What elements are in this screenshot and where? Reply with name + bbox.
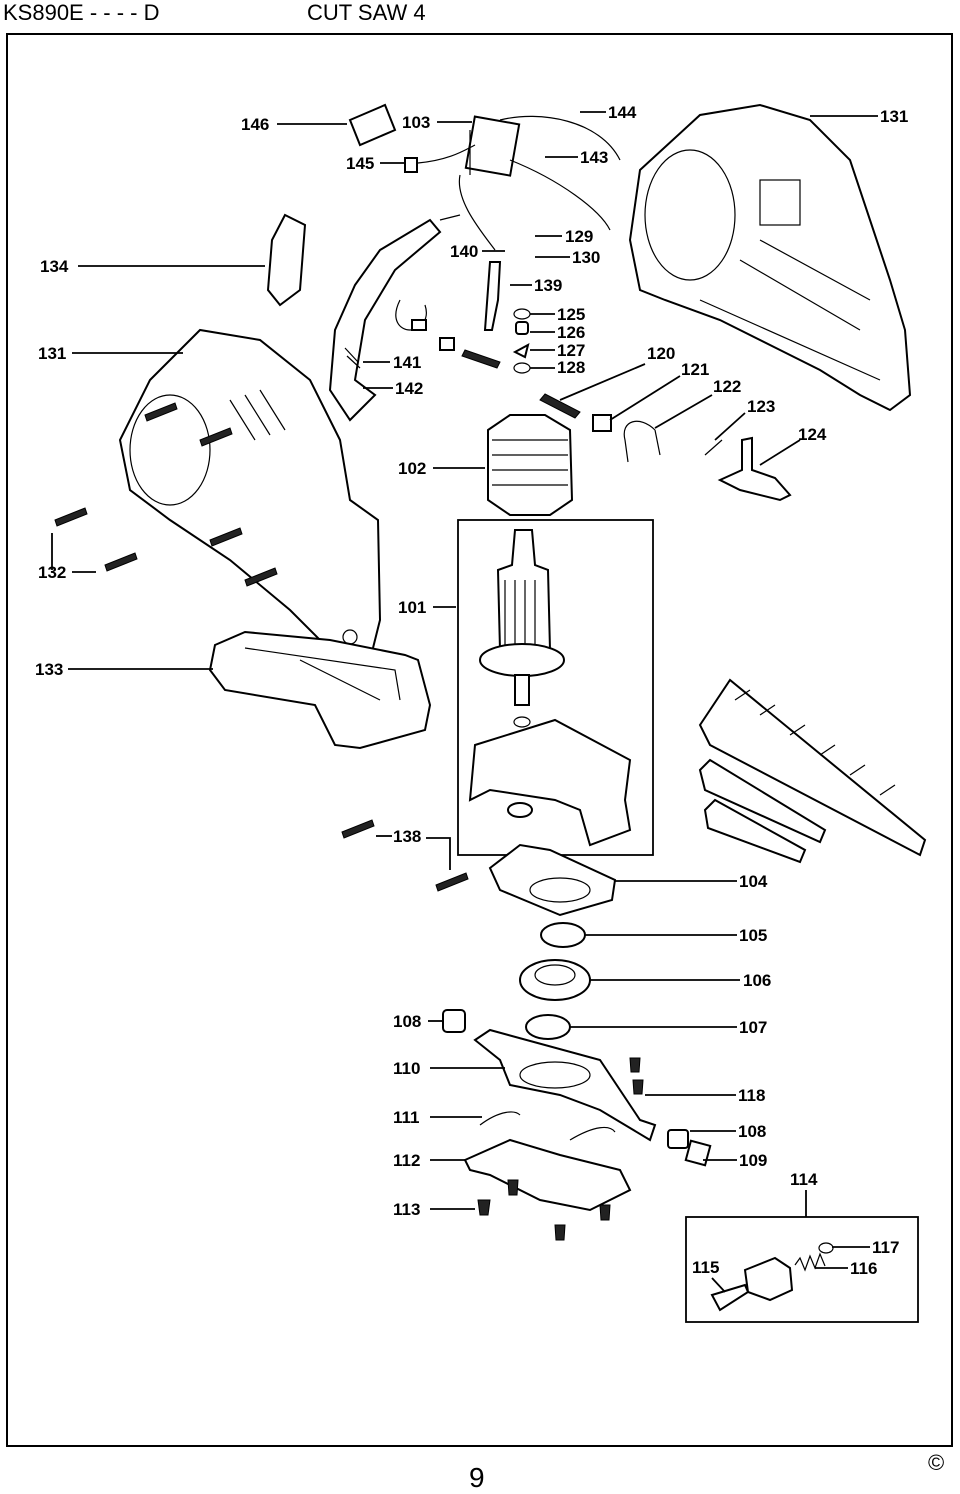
callout-124: 124: [798, 425, 827, 444]
callout-129: 129: [565, 227, 593, 246]
callout-106: 106: [743, 971, 771, 990]
callout-116: 116: [850, 1259, 877, 1278]
switch-cover: [348, 103, 397, 147]
model-number: KS890E - - - - D: [3, 0, 160, 25]
parts-drawing: [54, 103, 927, 1323]
callout-108-left: 108: [393, 1012, 421, 1031]
callout-140: 140: [450, 242, 478, 261]
diagram-frame: [6, 33, 953, 1447]
callout-112: 112: [393, 1151, 420, 1170]
saw-blade-small: [703, 798, 807, 864]
callout-138: 138: [393, 827, 421, 846]
base-shoe: [208, 630, 432, 750]
saw-blade-large: [698, 678, 927, 857]
callout-labels: 146 103 144 131 145 143 129 134 140 130 …: [35, 103, 908, 1278]
callout-102: 102: [398, 459, 426, 478]
plunger-frame: [473, 1028, 657, 1142]
callout-103: 103: [402, 113, 430, 132]
callout-101: 101: [398, 598, 426, 617]
callout-134: 134: [40, 257, 69, 276]
page-title: CUT SAW 4: [307, 0, 426, 25]
callout-128: 128: [557, 358, 585, 377]
callout-125: 125: [557, 305, 585, 324]
side-plate: [266, 213, 307, 307]
callout-142: 142: [395, 379, 423, 398]
bearing: [540, 922, 586, 948]
callout-145: 145: [346, 154, 374, 173]
support-plate: [463, 1138, 632, 1212]
saw-blade-medium: [698, 758, 827, 844]
callout-126: 126: [557, 323, 585, 342]
fan: [479, 643, 565, 677]
blade-clamp: [743, 1256, 794, 1302]
callout-141: 141: [393, 353, 421, 372]
blade-clamp-inset: [685, 1216, 919, 1323]
callout-123: 123: [747, 397, 775, 416]
callout-111: 111: [393, 1108, 420, 1127]
callout-104: 104: [739, 872, 768, 891]
callout-113: 113: [393, 1200, 420, 1219]
field-coil: [487, 414, 574, 516]
callout-133: 133: [35, 660, 63, 679]
callout-108-right: 108: [738, 1122, 766, 1141]
callout-120: 120: [647, 344, 675, 363]
callout-110: 110: [393, 1059, 420, 1078]
callout-131-left: 131: [38, 344, 66, 363]
callout-143: 143: [580, 148, 608, 167]
callout-130: 130: [572, 248, 600, 267]
housing-left-half: [118, 328, 382, 662]
gear: [519, 959, 591, 1001]
power-cable: [483, 261, 502, 331]
callout-109: 109: [739, 1151, 767, 1170]
callout-127: 127: [557, 341, 585, 360]
callout-146: 146: [241, 115, 269, 134]
gear-housing: [468, 718, 632, 847]
copyright-symbol: ©: [928, 1450, 945, 1475]
callout-118: 118: [738, 1086, 765, 1105]
lever: [717, 436, 792, 502]
callout-144: 144: [608, 103, 637, 122]
armature: [496, 529, 552, 662]
callout-121: 121: [681, 360, 709, 379]
callout-131-top: 131: [880, 107, 908, 126]
callout-139: 139: [534, 276, 562, 295]
callout-132: 132: [38, 563, 66, 582]
leader-lines: [51, 111, 878, 1293]
callout-115: 115: [692, 1258, 719, 1277]
callout-114: 114: [790, 1170, 818, 1189]
callout-105: 105: [739, 926, 767, 945]
callout-107: 107: [739, 1018, 767, 1037]
callout-117: 117: [872, 1238, 899, 1257]
page-number: 9: [469, 1462, 485, 1493]
callout-122: 122: [713, 377, 741, 396]
housing-right-half: [628, 103, 912, 412]
